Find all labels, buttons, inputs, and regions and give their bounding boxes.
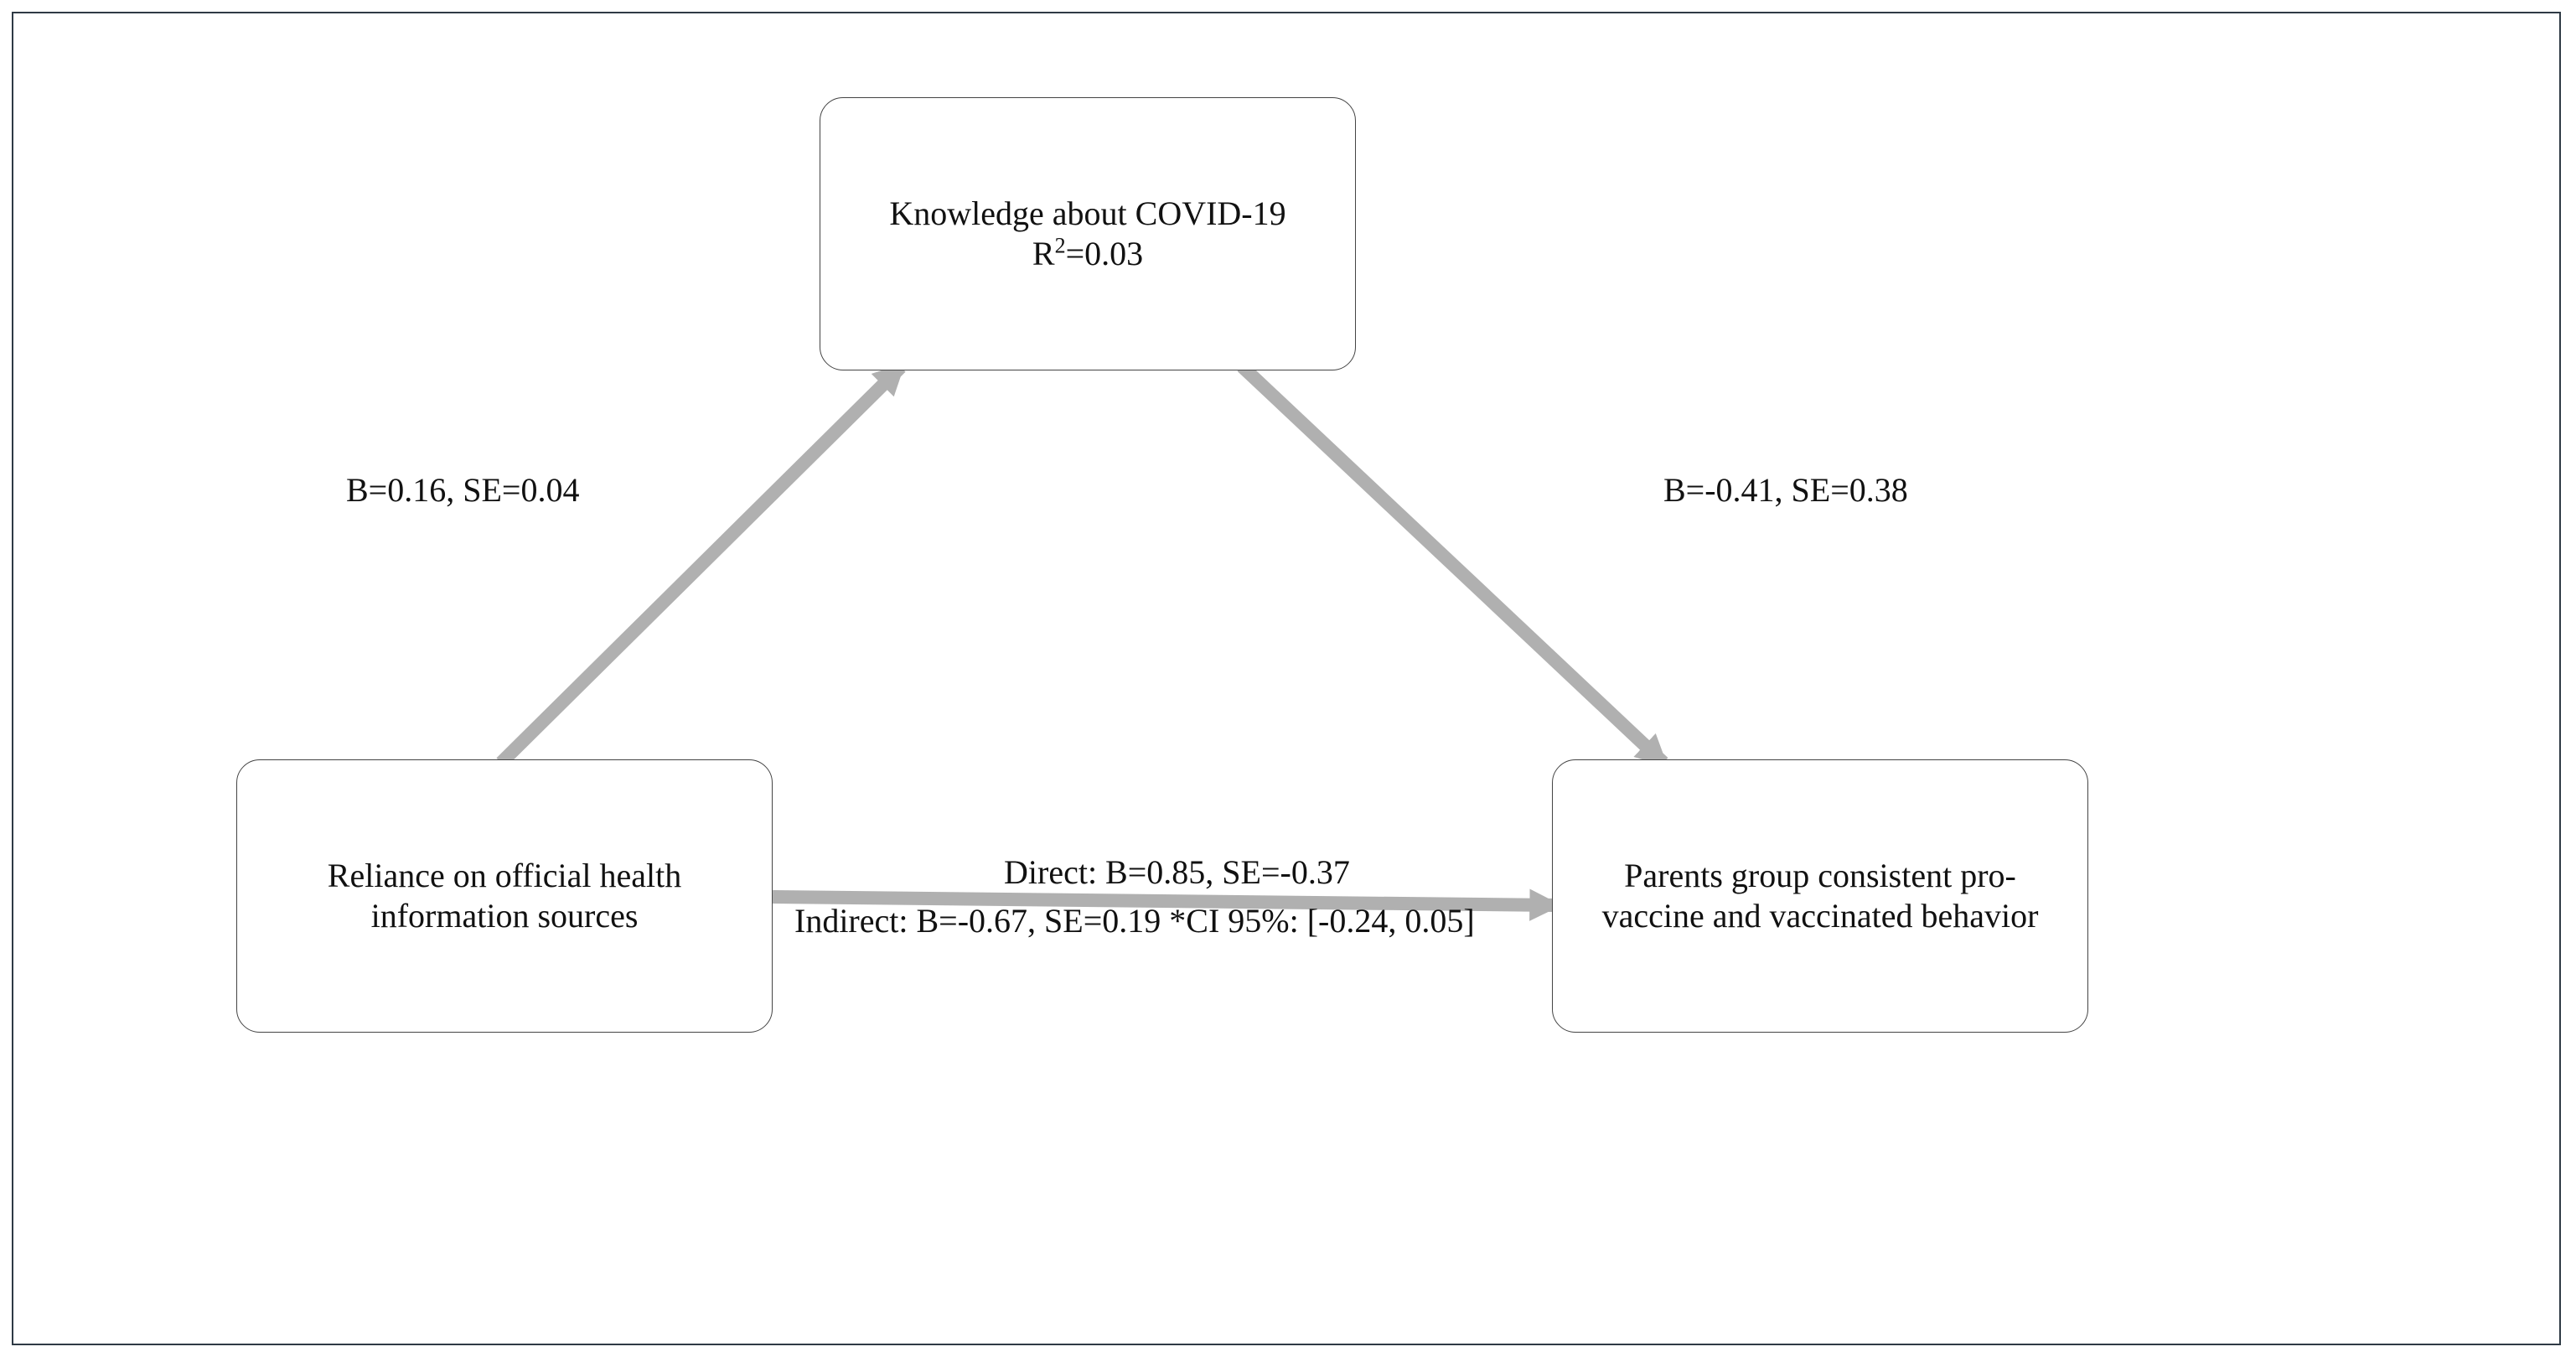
outcome-line-1: Parents group consistent pro- — [1624, 857, 2016, 894]
arrow-predictor-to-mediator — [496, 362, 906, 768]
outcome-line-2: vaccine and vaccinated behavior — [1601, 897, 2039, 935]
indirect-effect-label: Indirect: B=-0.67, SE=0.19 *CI 95%: [-0.… — [794, 902, 1475, 940]
r2-label: R — [1032, 235, 1055, 272]
mediator-r-squared: R2=0.03 — [1032, 234, 1143, 274]
direct-effect-label: Direct: B=0.85, SE=-0.37 — [1004, 853, 1350, 891]
predictor-line-2: information sources — [370, 897, 639, 935]
predictor-box: Reliance on official health information … — [236, 759, 773, 1033]
mediator-title: Knowledge about COVID-19 — [889, 194, 1286, 232]
predictor-line-1: Reliance on official health — [327, 857, 682, 894]
outcome-box: Parents group consistent pro- vaccine an… — [1552, 759, 2088, 1033]
figure-frame — [12, 12, 2561, 1345]
arrow-predictor-to-outcome — [772, 888, 1562, 921]
mediator-box: Knowledge about COVID-19 R2=0.03 — [820, 97, 1356, 370]
path-b-label: B=-0.41, SE=0.38 — [1663, 471, 1908, 509]
arrow-mediator-to-outcome — [1237, 361, 1668, 768]
r2-superscript: 2 — [1054, 233, 1066, 258]
path-a-label: B=0.16, SE=0.04 — [346, 471, 580, 509]
r2-value: =0.03 — [1065, 235, 1144, 272]
